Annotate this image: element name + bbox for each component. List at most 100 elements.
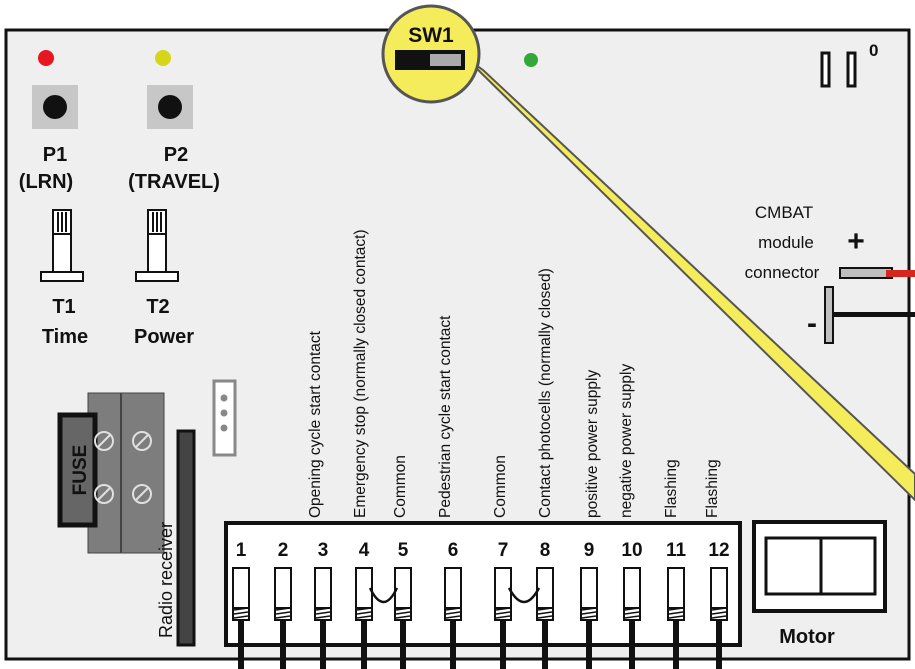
- trimmer-t2-id: T2: [146, 296, 169, 318]
- terminal-wire-5: [400, 620, 406, 669]
- terminal-number-8: 8: [540, 540, 551, 561]
- red-led: [38, 50, 54, 66]
- terminal-thread: [395, 611, 411, 615]
- terminal-screw-10[interactable]: [623, 567, 641, 609]
- terminal-thread: [356, 611, 372, 615]
- terminal-description-1: Opening cycle start contact: [307, 330, 324, 518]
- terminal-description-2: Emergency stop (normally closed contact): [352, 229, 369, 518]
- terminal-thread: [275, 611, 291, 615]
- terminal-description-8: negative power supply: [618, 364, 635, 518]
- terminal-thread: [581, 607, 597, 611]
- terminal-thread: [668, 611, 684, 615]
- fuse-holder[interactable]: [57, 392, 165, 554]
- terminal-thread: [275, 607, 291, 611]
- terminal-screw-12[interactable]: [710, 567, 728, 609]
- terminal-wire-11: [673, 620, 679, 669]
- terminal-thread: [624, 611, 640, 615]
- terminal-screw-3[interactable]: [314, 567, 332, 609]
- jumper-link-1: [368, 587, 399, 604]
- terminal-number-1: 1: [236, 540, 247, 561]
- terminal-thread: [445, 607, 461, 611]
- terminal-description-4: Pedestrian cycle start contact: [437, 315, 454, 518]
- terminal-wire-2: [280, 620, 286, 669]
- trimmer-t1[interactable]: [40, 209, 84, 282]
- terminal-thread: [668, 615, 684, 619]
- terminal-number-7: 7: [498, 540, 509, 561]
- motor-connector[interactable]: [752, 520, 887, 613]
- battery-minus-label: -: [807, 307, 817, 340]
- terminal-number-5: 5: [398, 540, 409, 561]
- terminal-number-10: 10: [621, 540, 642, 561]
- terminal-description-3: Common: [392, 455, 409, 518]
- terminal-thread: [537, 611, 553, 615]
- terminal-description-6: Contact photocells (normally closed): [537, 268, 554, 518]
- terminal-description-9: Flashing: [663, 459, 680, 518]
- battery-plus-label: +: [847, 225, 865, 258]
- sw1-label: SW1: [408, 24, 454, 47]
- battery-connector[interactable]: [824, 267, 915, 344]
- terminal-thread: [581, 611, 597, 615]
- terminal-thread: [495, 607, 511, 611]
- terminal-number-12: 12: [708, 540, 729, 561]
- button-p1[interactable]: [32, 85, 78, 129]
- terminal-thread: [624, 615, 640, 619]
- jumper-link-2: [507, 587, 541, 604]
- terminal-thread: [537, 607, 553, 611]
- terminal-thread: [395, 607, 411, 611]
- terminal-thread: [315, 607, 331, 611]
- terminal-wire-10: [629, 620, 635, 669]
- terminal-wire-9: [586, 620, 592, 669]
- terminal-thread: [356, 607, 372, 611]
- button-p1-caption: (LRN): [19, 171, 73, 193]
- terminal-thread: [233, 607, 249, 611]
- terminal-screw-8[interactable]: [536, 567, 554, 609]
- terminal-thread: [495, 611, 511, 615]
- terminal-wire-1: [238, 620, 244, 669]
- terminal-thread: [711, 615, 727, 619]
- terminal-thread: [233, 615, 249, 619]
- cmbat-label-line-2: module: [758, 233, 814, 252]
- terminal-thread: [315, 611, 331, 615]
- terminal-screw-11[interactable]: [667, 567, 685, 609]
- terminal-thread: [537, 615, 553, 619]
- terminal-screw-4[interactable]: [355, 567, 373, 609]
- terminal-wire-8: [542, 620, 548, 669]
- green-led: [524, 53, 538, 67]
- terminal-screw-6[interactable]: [444, 567, 462, 609]
- radio-receiver-label: Radio receiver: [156, 522, 176, 638]
- terminal-screw-9[interactable]: [580, 567, 598, 609]
- terminal-screw-1[interactable]: [232, 567, 250, 609]
- terminal-number-11: 11: [666, 540, 687, 561]
- terminal-number-9: 9: [584, 540, 595, 561]
- sw1-switch[interactable]: [395, 50, 465, 70]
- terminal-thread: [495, 615, 511, 619]
- terminal-number-6: 6: [448, 540, 459, 561]
- terminal-thread: [233, 611, 249, 615]
- radio-receiver-connector: [176, 429, 196, 647]
- cmbat-label-line-1: CMBAT: [755, 203, 813, 222]
- terminal-thread: [356, 615, 372, 619]
- top-right-jumpers: [820, 51, 857, 88]
- terminal-screw-7[interactable]: [494, 567, 512, 609]
- terminal-screw-2[interactable]: [274, 567, 292, 609]
- button-p2[interactable]: [147, 85, 193, 129]
- terminal-thread: [668, 607, 684, 611]
- terminal-wire-7: [500, 620, 506, 669]
- terminal-number-4: 4: [359, 540, 370, 561]
- trimmer-t1-id: T1: [52, 296, 75, 318]
- terminal-thread: [445, 611, 461, 615]
- terminal-thread: [395, 615, 411, 619]
- terminal-screw-5[interactable]: [394, 567, 412, 609]
- terminal-description-10: Flashing: [704, 459, 721, 518]
- terminal-description-5: Common: [492, 455, 509, 518]
- terminal-block: [224, 521, 742, 647]
- cmbat-label-line-3: connector: [745, 263, 820, 282]
- terminal-wire-6: [450, 620, 456, 669]
- terminal-wire-3: [320, 620, 326, 669]
- trimmer-t2[interactable]: [135, 209, 179, 282]
- button-p2-id: P2: [164, 144, 188, 166]
- switch-setting-label: 0: [869, 41, 878, 60]
- terminal-thread: [624, 607, 640, 611]
- terminal-number-3: 3: [318, 540, 329, 561]
